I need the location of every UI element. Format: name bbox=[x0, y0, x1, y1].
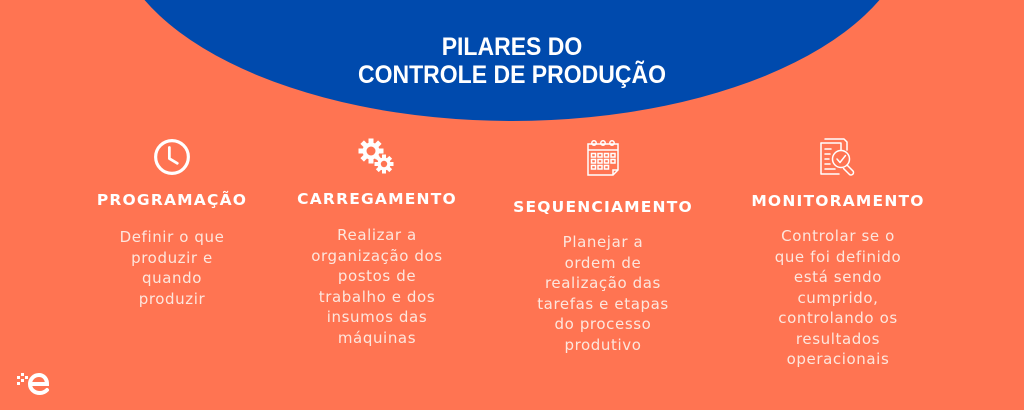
pillar-carregamento: CARREGAMENTO Realizar a organização dos … bbox=[267, 136, 487, 347]
description-line: quando bbox=[141, 269, 203, 287]
pillar-heading: MONITORAMENTO bbox=[751, 192, 925, 210]
gears-icon bbox=[358, 138, 394, 174]
pillar-programacao: PROGRAMAÇÃO Definir o que produzir e qua… bbox=[62, 138, 282, 308]
description-line: máquinas bbox=[337, 328, 417, 347]
description-line: realização das bbox=[545, 274, 661, 292]
pillar-description: Controlar se o que foi definido está sen… bbox=[728, 226, 948, 370]
pillar-sequenciamento: SEQUENCIAMENTO Planejar a ordem de reali… bbox=[493, 136, 713, 354]
description-line: produtivo bbox=[564, 335, 642, 354]
pillar-heading: PROGRAMAÇÃO bbox=[96, 191, 248, 209]
pillar-description: Definir o que produzir e quando produzir bbox=[62, 227, 282, 309]
description-line: do processo bbox=[554, 315, 652, 333]
description-line: Realizar a bbox=[337, 226, 417, 244]
clock-icon bbox=[154, 139, 190, 175]
description-line: controlando os bbox=[778, 309, 898, 327]
pillar-monitoramento: MONITORAMENTO Controlar se o que foi def… bbox=[728, 136, 948, 368]
description-line: cumprido, bbox=[797, 288, 879, 307]
title-line-1: PILARES DO bbox=[441, 33, 583, 61]
pillar-heading: CARREGAMENTO bbox=[297, 190, 457, 208]
description-line: resultados bbox=[795, 329, 881, 348]
description-line: Planejar a bbox=[562, 233, 644, 251]
pillar-heading: SEQUENCIAMENTO bbox=[513, 198, 693, 216]
calendar-icon bbox=[587, 140, 619, 176]
description-line: Definir o que bbox=[119, 228, 225, 246]
description-line: operacionais bbox=[786, 350, 890, 368]
description-line: insumos das bbox=[326, 308, 428, 326]
document-check-magnifier-icon bbox=[820, 138, 855, 176]
pillar-description: Planejar a ordem de realização das taref… bbox=[493, 232, 713, 355]
description-line: produzir bbox=[138, 289, 206, 308]
description-line: trabalho e dos bbox=[318, 287, 436, 306]
description-line: que foi definido bbox=[774, 247, 902, 266]
page-title: PILARES DO CONTROLE DE PRODUÇÃO bbox=[41, 33, 983, 89]
description-line: Controlar se o bbox=[781, 227, 895, 245]
description-line: tarefas e etapas bbox=[537, 294, 669, 313]
description-line: organização dos bbox=[311, 246, 443, 265]
title-line-2: CONTROLE DE PRODUÇÃO bbox=[358, 61, 666, 89]
description-line: está sendo bbox=[793, 268, 883, 286]
brand-logo-icon bbox=[17, 372, 50, 396]
description-line: produzir e bbox=[131, 248, 213, 267]
description-line: ordem de bbox=[564, 253, 642, 272]
pillar-description: Realizar a organização dos postos de tra… bbox=[267, 225, 487, 348]
description-line: postos de bbox=[337, 267, 417, 285]
